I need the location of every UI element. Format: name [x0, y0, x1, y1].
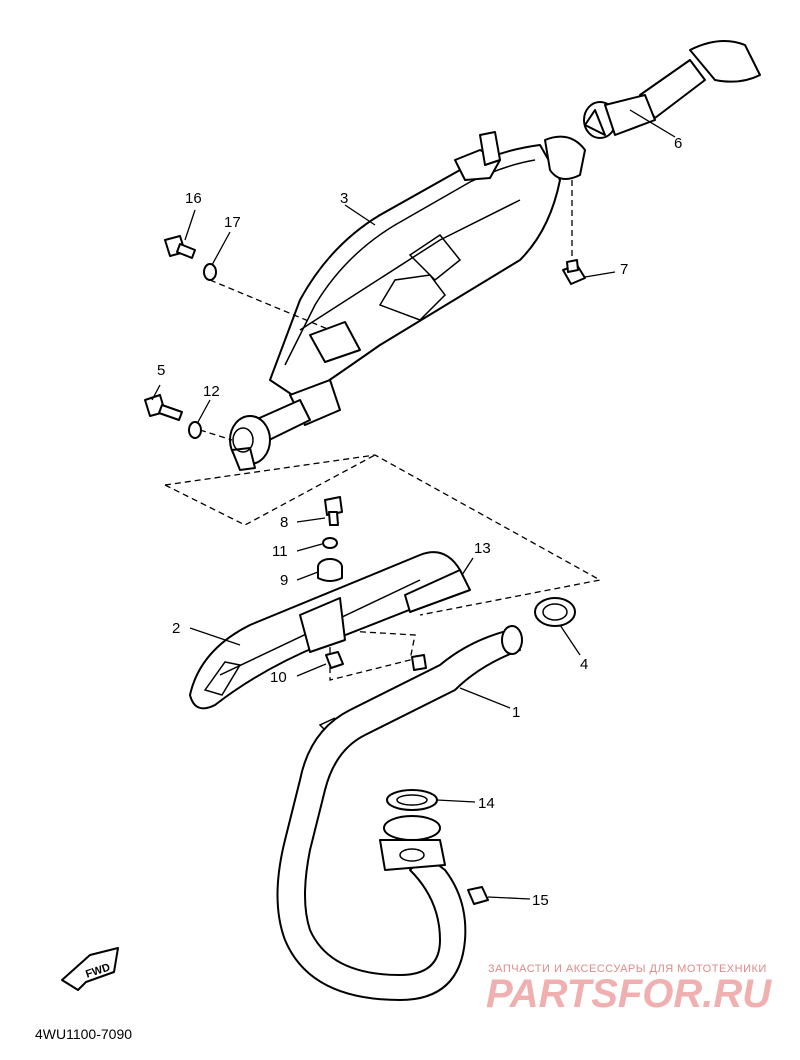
mount-stud: [411, 654, 427, 671]
washer-12: [188, 421, 202, 439]
callout-13: 13: [474, 540, 491, 557]
gasket-part-4: [534, 597, 576, 627]
assembly-guide-box-upper: [164, 454, 602, 616]
callout-5: 5: [157, 362, 165, 379]
exhaust-flange: [379, 815, 446, 871]
exhaust-pipe-part-1: [276, 625, 523, 1001]
washer-11: [322, 537, 338, 549]
callout-leaders: [151, 109, 676, 900]
callout-14: 14: [478, 795, 495, 812]
callout-17: 17: [224, 214, 241, 231]
fastener-5-bolt: [144, 394, 183, 421]
assembly-guide-line-lower: [164, 454, 376, 526]
assembly-guide-line-17: [209, 279, 331, 331]
callout-6: 6: [674, 135, 682, 152]
muffler-assembly: [269, 131, 586, 426]
tailpipe-part-6: [583, 40, 761, 139]
callout-9: 9: [280, 572, 288, 589]
diagram-code: 4WU1100-7090: [35, 1026, 133, 1042]
callout-16: 16: [185, 190, 202, 207]
callout-11: 11: [272, 543, 288, 560]
fwd-arrow-icon: FWD: [61, 947, 119, 991]
callout-labels: 16 17 3 5 12 6 7 8 11 9 13 2 4 10 1 14 1…: [157, 135, 682, 909]
assembly-guide-line-12: [199, 429, 233, 441]
fastener-16-bolt: [164, 235, 196, 259]
callout-2: 2: [172, 620, 180, 637]
muffler-inlet-pipe: [229, 399, 311, 471]
assembly-guide-box-lower: [329, 629, 416, 681]
watermark-brand: PARTSFOR.RU: [486, 972, 772, 1016]
cover-plate-part-13: [404, 569, 471, 613]
nut-15: [467, 886, 489, 905]
callout-7: 7: [620, 261, 628, 278]
gasket-part-14: [386, 789, 438, 811]
heat-protector-part-2: [189, 551, 461, 710]
callout-8: 8: [280, 514, 288, 531]
callout-3: 3: [340, 190, 348, 207]
bolt-8: [324, 496, 343, 526]
nut-7: [562, 259, 586, 285]
watermark-tagline: ЗАПЧАСТИ И АКСЕССУАРЫ ДЛЯ МОТОТЕХНИКИ: [488, 963, 767, 975]
nut-10: [325, 651, 344, 669]
callout-15: 15: [532, 892, 549, 909]
callout-1: 1: [512, 704, 520, 721]
callout-10: 10: [270, 669, 287, 686]
callout-12: 12: [203, 383, 220, 400]
washer-17: [203, 263, 217, 281]
callout-4: 4: [580, 656, 588, 673]
grommet-9: [317, 558, 343, 582]
